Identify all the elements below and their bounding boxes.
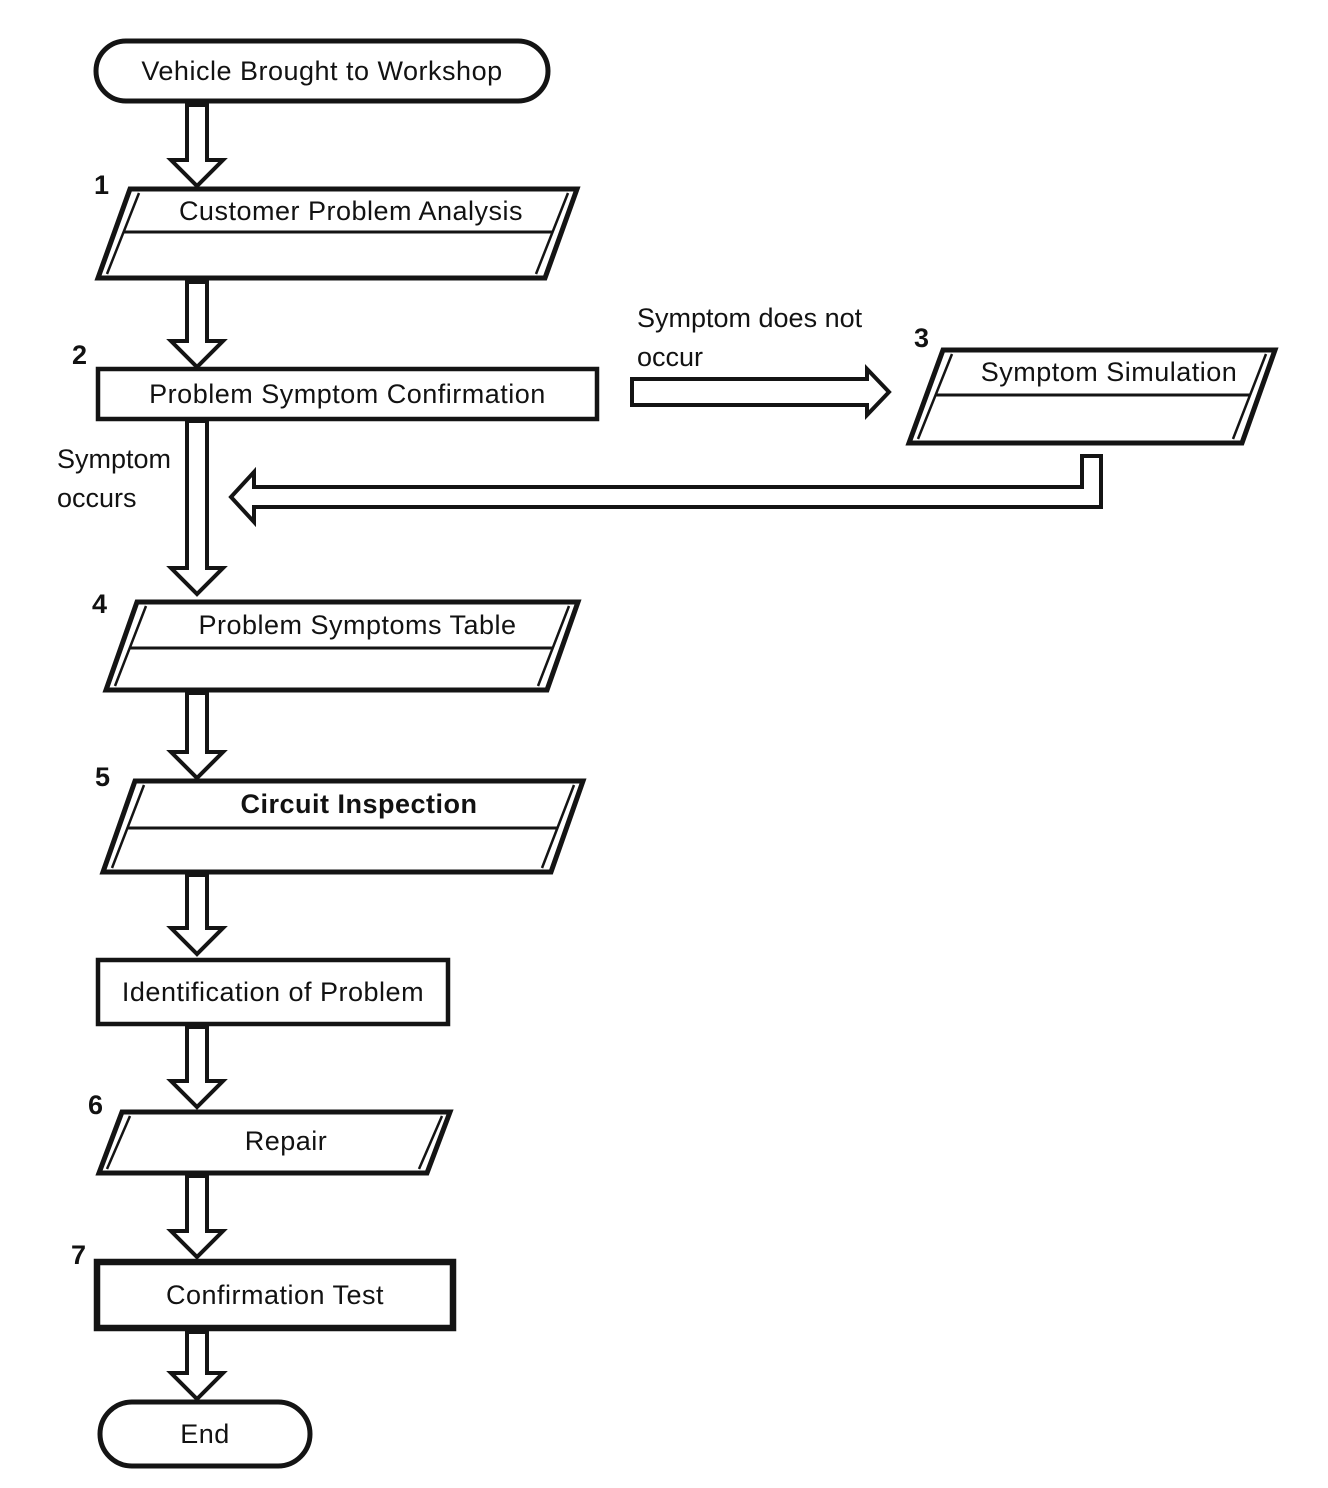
edge-label-symptom-does-not-occur: Symptom does not occur bbox=[637, 299, 862, 377]
arrow-step3-return bbox=[228, 454, 1103, 528]
start-terminator-label: Vehicle Brought to Workshop bbox=[141, 55, 503, 86]
edge-label-line: Symptom bbox=[57, 444, 172, 474]
repair-label: Repair bbox=[244, 1126, 328, 1156]
step2-number: 2 bbox=[72, 340, 88, 370]
arrow-repair-to-confirmation bbox=[166, 1174, 228, 1260]
start-terminator-shape bbox=[93, 38, 551, 104]
arrow-step5-to-identification bbox=[166, 873, 228, 957]
arrow-start-to-step1 bbox=[166, 103, 228, 189]
problem-symptoms-table-label: Problem Symptoms Table bbox=[198, 609, 517, 640]
edge-label-line: Symptom does not bbox=[637, 303, 863, 333]
customer-problem-analysis-shape bbox=[94, 186, 581, 281]
customer-problem-analysis-label: Customer Problem Analysis bbox=[178, 196, 524, 226]
step1-number: 1 bbox=[94, 170, 110, 200]
edge-label-line: occurs bbox=[57, 483, 137, 513]
identification-of-problem-shape bbox=[95, 957, 451, 1027]
step4-number: 4 bbox=[92, 589, 108, 619]
step7-number: 7 bbox=[71, 1240, 87, 1270]
problem-symptoms-table-shape bbox=[102, 599, 582, 693]
confirmation-test-label: Confirmation Test bbox=[165, 1279, 385, 1310]
confirmation-test-shape bbox=[93, 1258, 457, 1332]
arrow-step1-to-step2 bbox=[166, 280, 228, 370]
step3-number: 3 bbox=[914, 323, 930, 353]
arrow-step2-to-step4 bbox=[166, 419, 228, 597]
symptom-simulation-shape bbox=[905, 347, 1279, 446]
arrow-step2-to-step3 bbox=[630, 364, 892, 420]
step6-number: 6 bbox=[88, 1090, 104, 1120]
problem-symptom-confirmation-shape bbox=[95, 366, 600, 422]
arrow-step4-to-step5 bbox=[166, 691, 228, 781]
problem-symptom-confirmation-label: Problem Symptom Confirmation bbox=[149, 378, 546, 409]
edge-label-symptom-occurs: Symptom occurs bbox=[57, 440, 171, 518]
identification-of-problem-label: Identification of Problem bbox=[121, 976, 425, 1007]
circuit-inspection-shape bbox=[99, 778, 587, 875]
circuit-inspection-label: Circuit Inspection bbox=[240, 789, 478, 819]
arrow-identification-to-repair bbox=[166, 1025, 228, 1110]
end-terminator-shape bbox=[97, 1399, 313, 1469]
symptom-simulation-label: Symptom Simulation bbox=[980, 357, 1238, 387]
edge-label-line: occur bbox=[637, 342, 704, 372]
step5-number: 5 bbox=[95, 762, 111, 792]
arrow-confirmation-to-end bbox=[166, 1330, 228, 1402]
end-terminator-label: End bbox=[180, 1418, 230, 1449]
repair-shape bbox=[95, 1109, 454, 1176]
